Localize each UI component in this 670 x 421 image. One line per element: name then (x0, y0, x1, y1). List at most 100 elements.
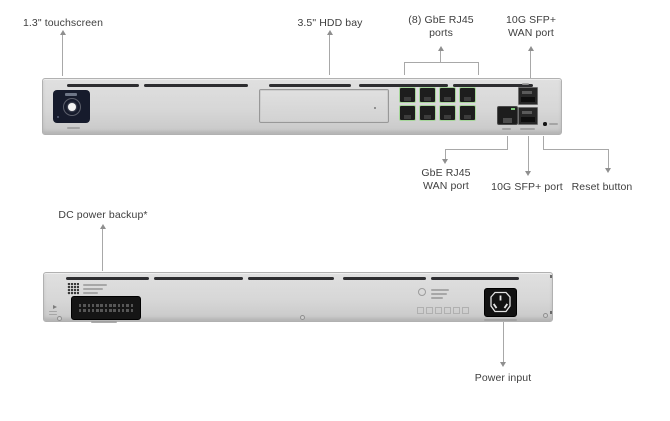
rear-panel-chassis (43, 272, 553, 323)
callout-rj45-wan-line1: GbE RJ45 (421, 167, 471, 179)
brand-microtext (431, 289, 449, 291)
cert-mark-icon (417, 307, 424, 315)
leader-rj45-bracket-left (404, 62, 405, 75)
callout-rj45-wan-line2: WAN port (423, 179, 469, 192)
leader-sfp-wan (530, 51, 531, 78)
wan-port-microlabel (502, 128, 511, 130)
vent-slot (67, 84, 139, 87)
dc-pin (109, 304, 112, 307)
cert-mark-icon (435, 307, 442, 315)
power-rating-microtext (484, 319, 517, 321)
wan-led-icon (511, 108, 515, 110)
callout-dc-backup: DC power backup* (58, 209, 147, 222)
dc-pin (113, 309, 116, 312)
vent-slot (269, 84, 351, 87)
dc-pin (83, 309, 86, 312)
rear-left-microtext (49, 314, 57, 315)
brand-logo-icon (418, 288, 426, 296)
certification-marks (417, 302, 471, 320)
callout-sfp-port-label: 10G SFP+ port (491, 181, 563, 193)
callout-reset-label: Reset button (571, 181, 633, 193)
dc-connector-microtext (91, 321, 117, 323)
arrow-down-icon (525, 171, 531, 176)
callout-sfp-wan-line2: WAN port (508, 26, 554, 39)
leader-wan-v1 (507, 136, 508, 149)
callout-rj45-ports-line1: (8) GbE RJ45 (408, 14, 474, 26)
arrow-up-icon (528, 46, 534, 51)
arrow-down-icon (442, 159, 448, 164)
screw (300, 315, 305, 320)
leader-rj45-bracket-right (478, 62, 479, 75)
sfp-cage-top (518, 87, 538, 105)
rj45-wan-port (497, 106, 518, 125)
serial-microtext (83, 284, 107, 286)
callout-power-input-label: Power input (474, 372, 532, 384)
reset-microlabel (549, 123, 558, 125)
callout-hdd-bay: 3.5" HDD bay (297, 17, 362, 30)
vent-slot (431, 277, 519, 280)
screen-status-dot (57, 116, 59, 118)
rj45-port (459, 105, 476, 121)
edge-mark (550, 311, 552, 314)
dc-pin (96, 304, 99, 307)
dc-pin (126, 304, 129, 307)
sfp-microlabel-bottom (520, 128, 535, 130)
leader-wan-v2 (445, 149, 446, 159)
callout-touchscreen-label: 1.3" touchscreen (22, 17, 104, 29)
brand-microtext (431, 297, 443, 299)
rj45-port (419, 105, 436, 121)
leader-dc-backup (102, 229, 103, 271)
dc-pin (130, 304, 134, 307)
front-panel-chassis (42, 78, 562, 135)
callout-power-input: Power input (475, 372, 532, 385)
cert-mark-icon (462, 307, 469, 315)
model-name-microtext (67, 127, 80, 129)
vent-slot (359, 84, 448, 87)
hdd-bay-door (259, 89, 389, 123)
dc-pin (104, 304, 108, 307)
arrow-up-icon (60, 30, 66, 35)
arrow-up-icon (327, 30, 333, 35)
ground-icon (53, 305, 57, 309)
dc-pin (113, 304, 116, 307)
dc-pin (126, 309, 129, 312)
brand-microtext (431, 293, 447, 295)
rj45-port (399, 105, 416, 121)
dc-power-backup-connector (71, 296, 141, 320)
touchscreen-display (53, 90, 90, 123)
qr-code (67, 283, 79, 295)
arrow-up-icon (438, 46, 444, 51)
rj45-port (439, 105, 456, 121)
leader-rj45-bracket (404, 62, 479, 63)
arrow-down-icon (605, 168, 611, 173)
leader-wan-h (445, 149, 508, 150)
c14-inlet-icon (490, 291, 511, 313)
screw (57, 316, 62, 321)
ac-power-inlet (484, 288, 517, 317)
dc-pin (130, 309, 134, 312)
vent-slot (453, 84, 533, 87)
leader-hdd-bay (329, 35, 330, 75)
leader-rj45-stub (440, 51, 441, 62)
vent-slot (154, 277, 243, 280)
rj45-port (439, 87, 456, 103)
dc-pin (109, 309, 112, 312)
dc-pin (117, 309, 121, 312)
dc-pin (78, 304, 82, 307)
cert-mark-icon (444, 307, 451, 315)
callout-touchscreen: 1.3" touchscreen (23, 17, 103, 30)
vent-slot (343, 277, 426, 280)
sfp-cage-bottom (518, 107, 538, 125)
dc-connector-pins (78, 304, 134, 312)
dc-pin (100, 304, 103, 307)
sfp-microlabel-top (522, 83, 529, 85)
rj45-port (399, 87, 416, 103)
leader-power-input (503, 322, 504, 362)
dc-pin (83, 304, 86, 307)
hdd-bay-pinhole (374, 107, 376, 109)
dc-pin (91, 304, 95, 307)
leader-reset-v1 (543, 136, 544, 149)
callout-sfp-port: 10G SFP+ port (491, 181, 563, 194)
dc-pin (78, 309, 82, 312)
serial-microtext (83, 288, 103, 290)
